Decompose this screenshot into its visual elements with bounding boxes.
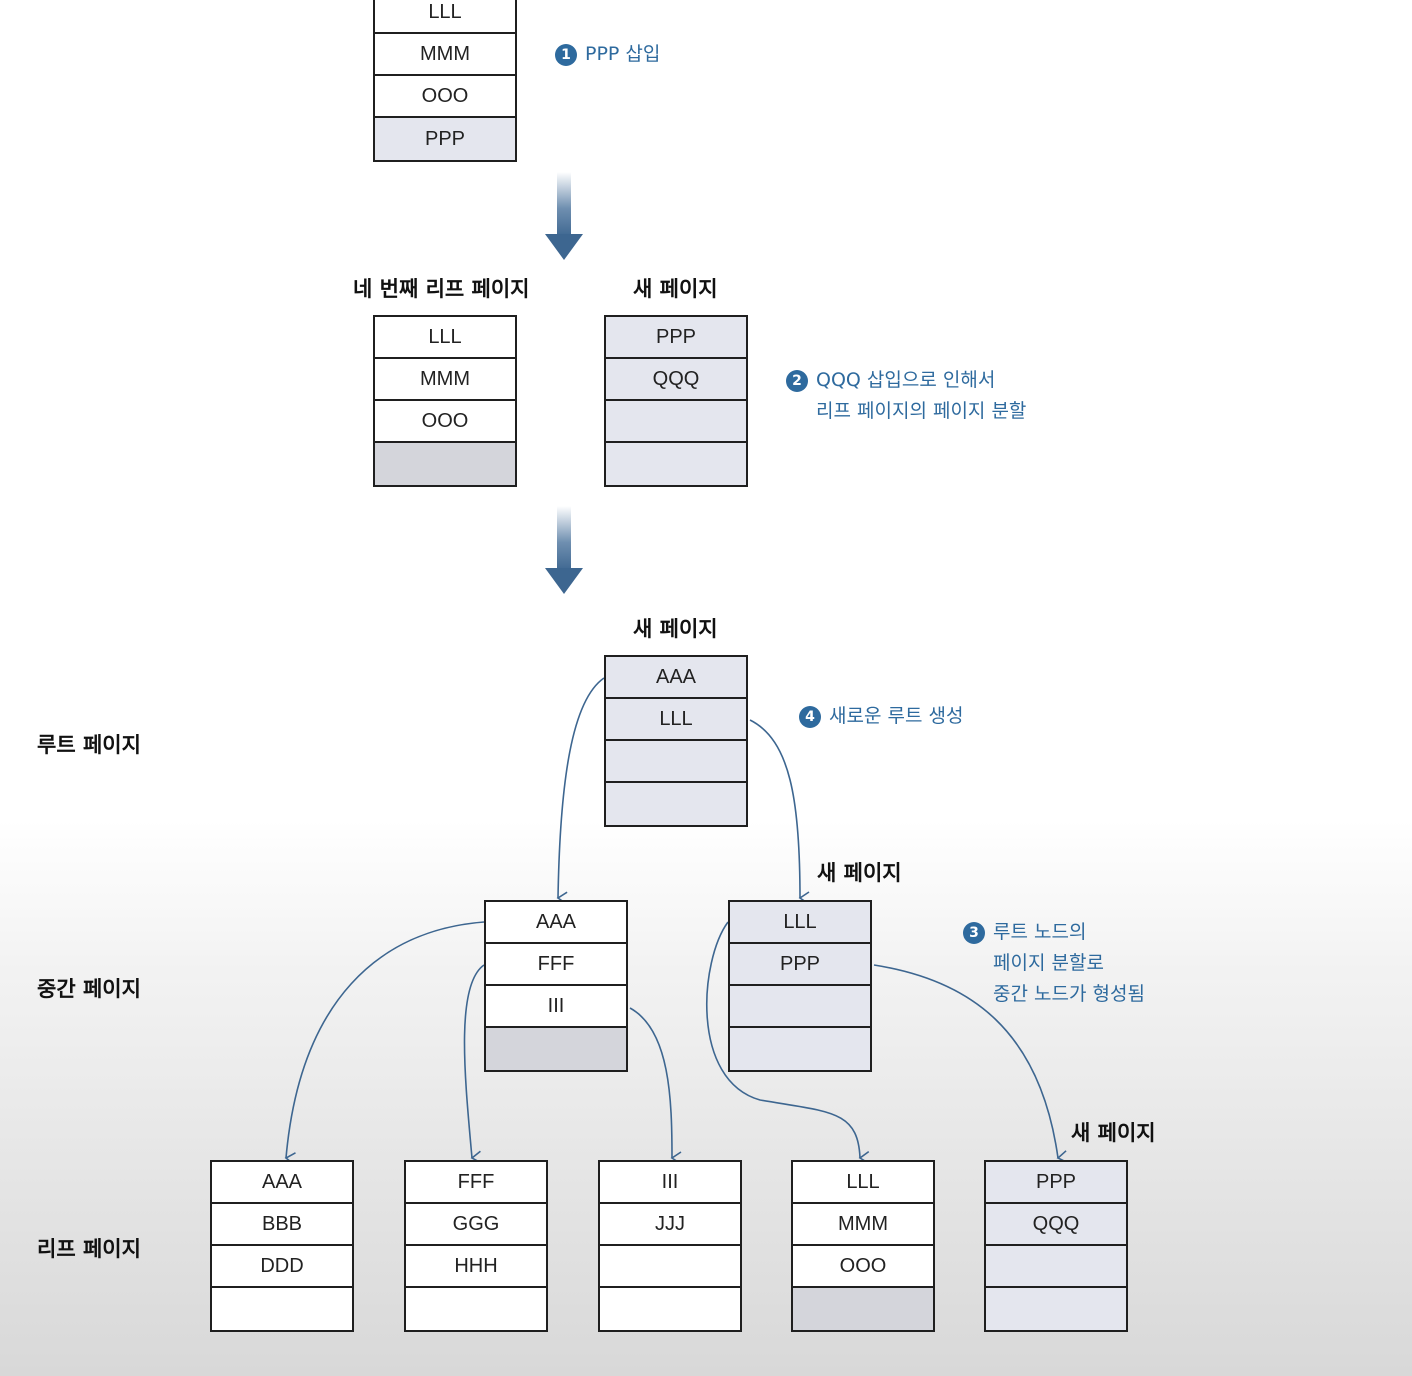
- page-row: LLL: [606, 699, 746, 741]
- page-row-empty: [406, 1288, 546, 1330]
- step-badge-3: 3: [963, 922, 985, 944]
- step2-fourth-leaf-page: LLL MMM OOO: [373, 315, 517, 487]
- page-row-empty: [986, 1288, 1126, 1330]
- page-row-empty: [730, 1028, 870, 1070]
- page-row-empty: [606, 783, 746, 825]
- page-row: PPP: [606, 317, 746, 359]
- leaf-page-2: FFF GGG HHH: [404, 1160, 548, 1332]
- leaf-page-5-new: PPP QQQ: [984, 1160, 1128, 1332]
- root-new-page-label: 새 페이지: [633, 617, 718, 641]
- page-row-empty: [730, 986, 870, 1028]
- page-row: AAA: [606, 657, 746, 699]
- down-arrow-icon: [545, 506, 583, 594]
- note-text: PPP 삽입: [585, 43, 661, 65]
- page-row-inserted: PPP: [375, 118, 515, 160]
- page-row: AAA: [486, 902, 626, 944]
- page-row-empty: [600, 1288, 740, 1330]
- step2-new-page: PPP QQQ: [604, 315, 748, 487]
- page-row-empty: [212, 1288, 352, 1330]
- page-row: FFF: [406, 1162, 546, 1204]
- note-step-3: 3 루트 노드의 페이지 분할로 중간 노드가 형성됨: [963, 917, 1145, 1010]
- leaf-page-4: LLL MMM OOO: [791, 1160, 935, 1332]
- step1-leaf-page: LLL MMM OOO PPP: [373, 0, 517, 162]
- page-row: JJJ: [600, 1204, 740, 1246]
- note-step-2: 2 QQQ 삽입으로 인해서 리프 페이지의 페이지 분할: [786, 365, 1026, 427]
- page-row: MMM: [375, 34, 515, 76]
- note-line: 중간 노드가 형성됨: [993, 983, 1145, 1005]
- page-row-empty: [793, 1288, 933, 1330]
- middle-new-page-label: 새 페이지: [817, 861, 902, 885]
- page-row: QQQ: [606, 359, 746, 401]
- note-step-1: 1 PPP 삽입: [555, 39, 660, 70]
- page-row: QQQ: [986, 1204, 1126, 1246]
- page-row-empty: [606, 741, 746, 783]
- step-badge-2: 2: [786, 370, 808, 392]
- page-row-empty: [375, 443, 515, 485]
- page-row-empty: [600, 1246, 740, 1288]
- page-row: BBB: [212, 1204, 352, 1246]
- page-row: MMM: [793, 1204, 933, 1246]
- page-row: LLL: [793, 1162, 933, 1204]
- note-line: 루트 노드의: [993, 921, 1087, 943]
- page-row: FFF: [486, 944, 626, 986]
- fourth-leaf-page-label: 네 번째 리프 페이지: [353, 277, 530, 301]
- leaf-new-page-label: 새 페이지: [1071, 1121, 1156, 1145]
- page-row: III: [600, 1162, 740, 1204]
- page-row: OOO: [375, 76, 515, 118]
- note-step-4: 4 새로운 루트 생성: [799, 701, 963, 732]
- page-row-empty: [986, 1246, 1126, 1288]
- middle-page-right: LLL PPP: [728, 900, 872, 1072]
- note-line: 페이지 분할로: [993, 952, 1104, 974]
- page-row: MMM: [375, 359, 515, 401]
- page-row-empty: [606, 401, 746, 443]
- page-row-empty: [486, 1028, 626, 1070]
- page-row: PPP: [986, 1162, 1126, 1204]
- note-line: 리프 페이지의 페이지 분할: [816, 400, 1027, 422]
- page-row: OOO: [375, 401, 515, 443]
- page-row: DDD: [212, 1246, 352, 1288]
- page-row: HHH: [406, 1246, 546, 1288]
- leaf-page-1: AAA BBB DDD: [210, 1160, 354, 1332]
- page-row: PPP: [730, 944, 870, 986]
- step-badge-1: 1: [555, 44, 577, 66]
- level-label-root: 루트 페이지: [37, 733, 141, 757]
- step-badge-4: 4: [799, 706, 821, 728]
- middle-page-left: AAA FFF III: [484, 900, 628, 1072]
- root-page: AAA LLL: [604, 655, 748, 827]
- level-label-middle: 중간 페이지: [37, 977, 141, 1001]
- new-page-label: 새 페이지: [633, 277, 718, 301]
- page-row: OOO: [793, 1246, 933, 1288]
- level-label-leaf: 리프 페이지: [37, 1237, 141, 1261]
- down-arrow-icon: [545, 172, 583, 260]
- page-row: GGG: [406, 1204, 546, 1246]
- page-row: LLL: [375, 0, 515, 34]
- page-row: LLL: [730, 902, 870, 944]
- page-row: LLL: [375, 317, 515, 359]
- note-line: QQQ 삽입으로 인해서: [816, 369, 996, 391]
- note-text: 새로운 루트 생성: [829, 705, 964, 727]
- page-row: AAA: [212, 1162, 352, 1204]
- leaf-page-3: III JJJ: [598, 1160, 742, 1332]
- page-row: III: [486, 986, 626, 1028]
